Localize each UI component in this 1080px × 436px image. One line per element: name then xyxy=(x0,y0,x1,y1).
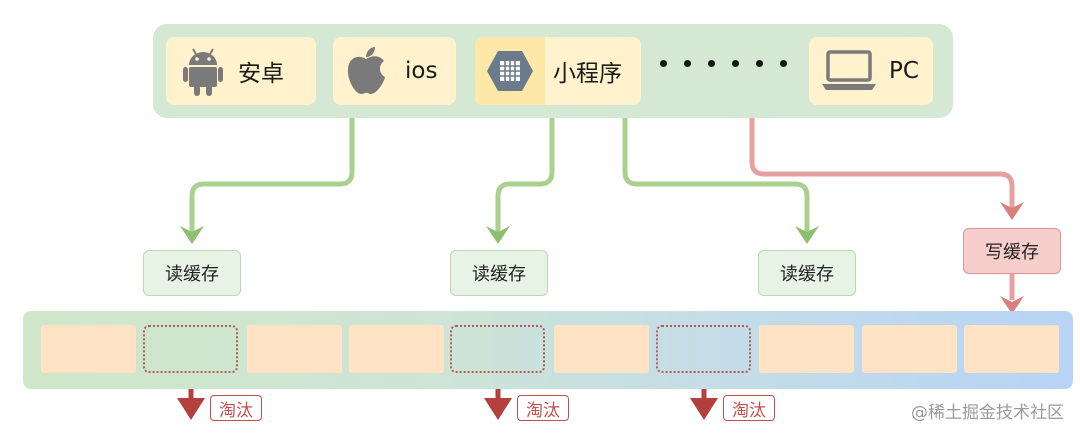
android-icon xyxy=(180,37,226,105)
client-ios-label: ios xyxy=(405,58,438,84)
read-path-mini-2 xyxy=(622,118,810,232)
client-bar: 安卓 ios 小程序 xyxy=(153,24,953,118)
read-cache-tag-3: 读缓存 xyxy=(758,250,856,296)
cache-slot xyxy=(862,325,957,373)
evict-arrow-1 xyxy=(177,398,205,420)
cache-slot-evicted xyxy=(656,325,751,373)
write-arrow-1 xyxy=(1000,202,1024,220)
evict-label-1: 淘汰 xyxy=(210,395,262,421)
read-path-mini-1 xyxy=(495,118,555,232)
read-arrow-3 xyxy=(795,226,819,244)
cache-slot xyxy=(247,325,342,373)
cache-slot xyxy=(759,325,854,373)
watermark: @稀土掘金技术社区 xyxy=(911,403,1064,423)
evict-label-3: 淘汰 xyxy=(723,395,775,421)
read-arrow-1 xyxy=(180,226,204,244)
evict-label-2: 淘汰 xyxy=(517,395,569,421)
read-cache-tag-1: 读缓存 xyxy=(143,250,241,296)
read-path-ios xyxy=(189,118,355,232)
read-arrow-2 xyxy=(486,226,510,244)
cache-slot-evicted xyxy=(450,325,545,373)
write-path-pc xyxy=(749,118,1015,208)
client-pc-label: PC xyxy=(889,58,919,84)
client-pc: PC xyxy=(809,37,933,105)
cache-slot xyxy=(964,325,1059,373)
write-cache-tag: 写缓存 xyxy=(963,228,1061,274)
client-android-label: 安卓 xyxy=(238,61,284,87)
mini-program-icon xyxy=(475,37,545,105)
evict-arrow-2 xyxy=(484,398,512,420)
read-cache-tag-2: 读缓存 xyxy=(450,250,548,296)
ellipsis xyxy=(660,60,787,67)
laptop-icon xyxy=(819,37,879,105)
apple-icon xyxy=(341,37,391,105)
evict-arrow-3 xyxy=(690,398,718,420)
cache-storage-bar xyxy=(23,311,1073,389)
cache-slot xyxy=(41,325,136,373)
cache-slot xyxy=(554,325,649,373)
cache-slot-evicted xyxy=(143,325,238,373)
client-mini-program-label: 小程序 xyxy=(553,61,622,87)
write-arrow-2 xyxy=(1000,296,1024,314)
client-mini-program: 小程序 xyxy=(475,37,641,105)
client-ios: ios xyxy=(333,37,456,105)
cache-slot xyxy=(349,325,444,373)
client-android: 安卓 xyxy=(166,37,316,105)
